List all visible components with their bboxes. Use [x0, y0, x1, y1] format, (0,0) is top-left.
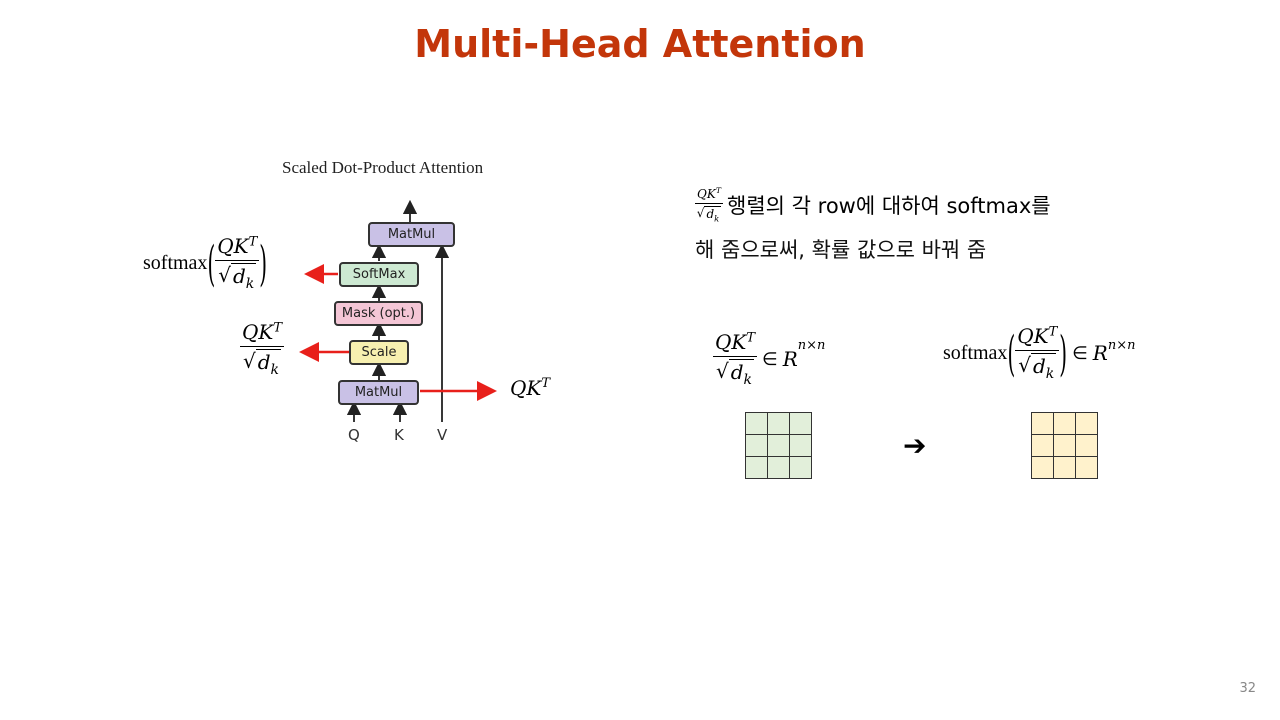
right-matrix-grid	[1031, 412, 1098, 479]
left-paren: (	[207, 234, 216, 292]
explanation-line-1: QKT √dk 행렬의 각 row에 대하여 softmax를	[695, 186, 1051, 223]
transpose-sup: T	[715, 186, 722, 195]
explanation-line-1-text: 행렬의 각 row에 대하여 softmax를	[727, 193, 1051, 218]
dim-sup: n×n	[1107, 338, 1136, 353]
transpose-sup: T	[1048, 324, 1058, 340]
fraction: QKT √dk	[713, 330, 758, 388]
d-text: d	[257, 350, 271, 374]
right-paren: )	[1059, 324, 1068, 382]
sqrt-icon: √	[715, 359, 729, 383]
page-number: 32	[1239, 681, 1256, 696]
qk-text: QK	[510, 376, 542, 400]
transpose-sup: T	[273, 320, 283, 336]
fraction: QKT √dk	[1015, 324, 1060, 382]
qk-text: QK	[715, 330, 747, 354]
matmul-top-label: MatMul	[387, 227, 436, 242]
qk-text: QK	[1017, 324, 1049, 348]
small-fraction: QKT √dk	[695, 186, 724, 224]
softmax-word: softmax	[143, 251, 208, 274]
explanation-line-2: 해 줌으로써, 확률 값으로 바꿔 줌	[695, 238, 987, 262]
d-text: d	[730, 360, 744, 384]
softmax-block: SoftMax	[339, 262, 419, 287]
real-set-R: R	[1092, 341, 1108, 365]
k-sub: k	[270, 362, 280, 378]
qk-text: QK	[217, 234, 249, 258]
k-sub: k	[1045, 366, 1055, 382]
input-k: K	[394, 426, 404, 444]
qk-text: QK	[697, 187, 716, 201]
matmul-bottom-label: MatMul	[354, 385, 403, 400]
real-set-R: R	[782, 347, 798, 371]
right-arrow-icon: ➔	[903, 429, 927, 462]
scale-block: Scale	[349, 340, 409, 365]
mask-block: Mask (opt.)	[334, 301, 423, 326]
matmul-bottom-block: MatMul	[338, 380, 419, 405]
input-v: V	[437, 426, 448, 444]
left-matrix-grid	[745, 412, 812, 479]
scale-block-label: Scale	[361, 345, 397, 360]
sqrt-icon: √	[242, 349, 256, 373]
slide-title: Multi-Head Attention	[414, 22, 866, 66]
transpose-sup: T	[746, 330, 756, 346]
element-of-symbol: ∈	[762, 348, 778, 369]
element-of-symbol: ∈	[1072, 342, 1088, 363]
softmax-expression-annotation: softmax ( QKT √dk )	[143, 234, 267, 292]
k-sub: k	[245, 276, 255, 292]
diagram-title: Scaled Dot-Product Attention	[282, 158, 484, 177]
qk-text: QK	[242, 320, 274, 344]
softmax-word: softmax	[943, 341, 1008, 364]
sqrt-icon: √	[218, 263, 231, 287]
d-text: d	[706, 207, 715, 221]
dim-sup: n×n	[797, 338, 826, 353]
transpose-sup: T	[248, 234, 258, 250]
softmax-block-label: SoftMax	[352, 267, 406, 282]
transpose-sup: T	[541, 376, 551, 391]
right-paren: )	[259, 234, 268, 292]
sqrt-icon: √	[1018, 353, 1031, 377]
scaled-expression-annotation: QKT √dk	[240, 320, 285, 378]
input-q: Q	[348, 426, 360, 444]
left-paren: (	[1007, 324, 1016, 382]
k-sub: k	[714, 213, 720, 224]
d-text: d	[232, 264, 246, 288]
fraction: QKT √dk	[240, 320, 285, 378]
sqrt-icon: √	[696, 206, 705, 220]
fraction: QKT √dk	[215, 234, 260, 292]
k-sub: k	[743, 372, 753, 388]
mask-block-label: Mask (opt.)	[341, 306, 416, 321]
d-text: d	[1032, 354, 1046, 378]
matmul-top-block: MatMul	[368, 222, 455, 247]
